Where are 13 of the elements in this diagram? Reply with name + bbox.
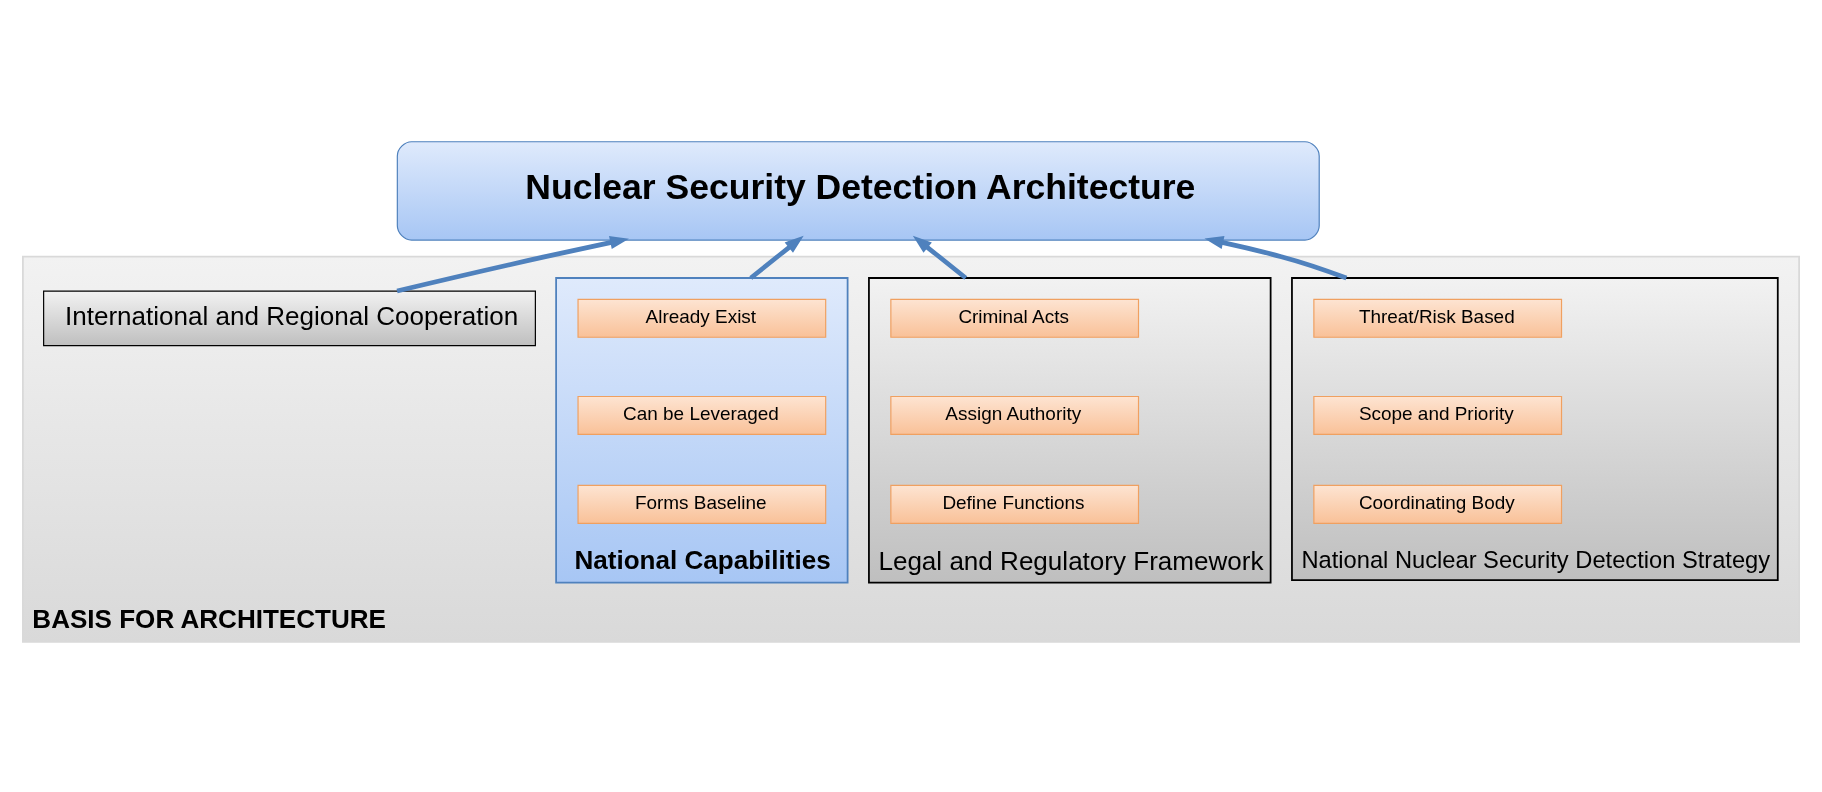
node-box: International and Regional Cooperation — [43, 289, 536, 346]
node-box: Scope and Priority — [1313, 395, 1563, 435]
arrow — [396, 235, 629, 293]
node-box: Define Functions — [890, 484, 1140, 524]
arrow — [1204, 235, 1348, 280]
node-box: Threat/Risk Based — [1313, 298, 1563, 338]
node-box: Nuclear Security Detection Architecture — [396, 140, 1320, 241]
node-box: Can be Leveraged — [577, 395, 827, 435]
node-box: Coordinating Body — [1313, 484, 1563, 524]
node-box: Assign Authority — [890, 395, 1140, 435]
node-box: Already Exist — [577, 298, 827, 338]
node-box: Criminal Acts — [890, 298, 1140, 338]
node-box: Forms Baseline — [577, 484, 827, 524]
